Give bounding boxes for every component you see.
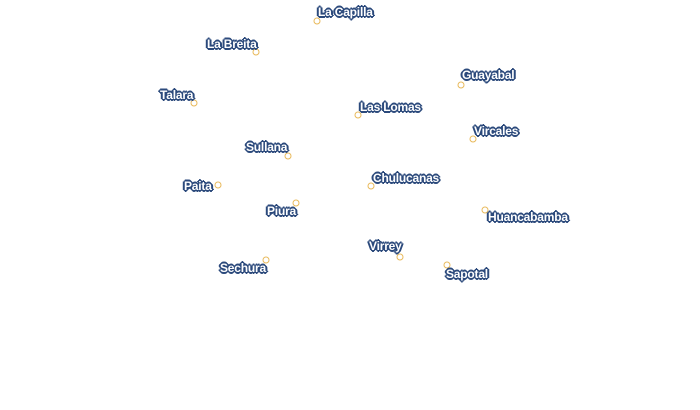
place-label: La Breita <box>207 37 257 51</box>
place-marker-icon[interactable] <box>457 81 465 89</box>
place-marker-icon[interactable] <box>284 152 292 160</box>
place-label: Sechura <box>220 261 266 275</box>
place-label: Sullana <box>246 140 288 154</box>
place-label: Vircales <box>474 124 519 138</box>
place-marker-icon[interactable] <box>396 253 404 261</box>
place-label: Virrey <box>369 239 402 253</box>
place-marker-icon[interactable] <box>214 181 222 189</box>
place-label: La Capilla <box>318 5 373 19</box>
place-label: Talara <box>160 88 194 102</box>
place-marker-icon[interactable] <box>190 99 198 107</box>
place-marker-icon[interactable] <box>443 261 451 269</box>
place-label: Las Lomas <box>360 100 421 114</box>
place-marker-icon[interactable] <box>252 48 260 56</box>
place-marker-icon[interactable] <box>292 199 300 207</box>
place-marker-icon[interactable] <box>367 182 375 190</box>
place-marker-icon[interactable] <box>469 135 477 143</box>
place-label: Guayabal <box>462 68 515 82</box>
place-marker-icon[interactable] <box>354 111 362 119</box>
place-label: Huancabamba <box>488 210 568 224</box>
place-label: Sapotal <box>446 267 488 281</box>
place-label: Piura <box>267 204 297 218</box>
place-marker-icon[interactable] <box>262 256 270 264</box>
place-label: Chulucanas <box>373 171 440 185</box>
place-label: Paita <box>184 179 212 193</box>
place-marker-icon[interactable] <box>481 206 489 214</box>
place-marker-icon[interactable] <box>313 17 321 25</box>
